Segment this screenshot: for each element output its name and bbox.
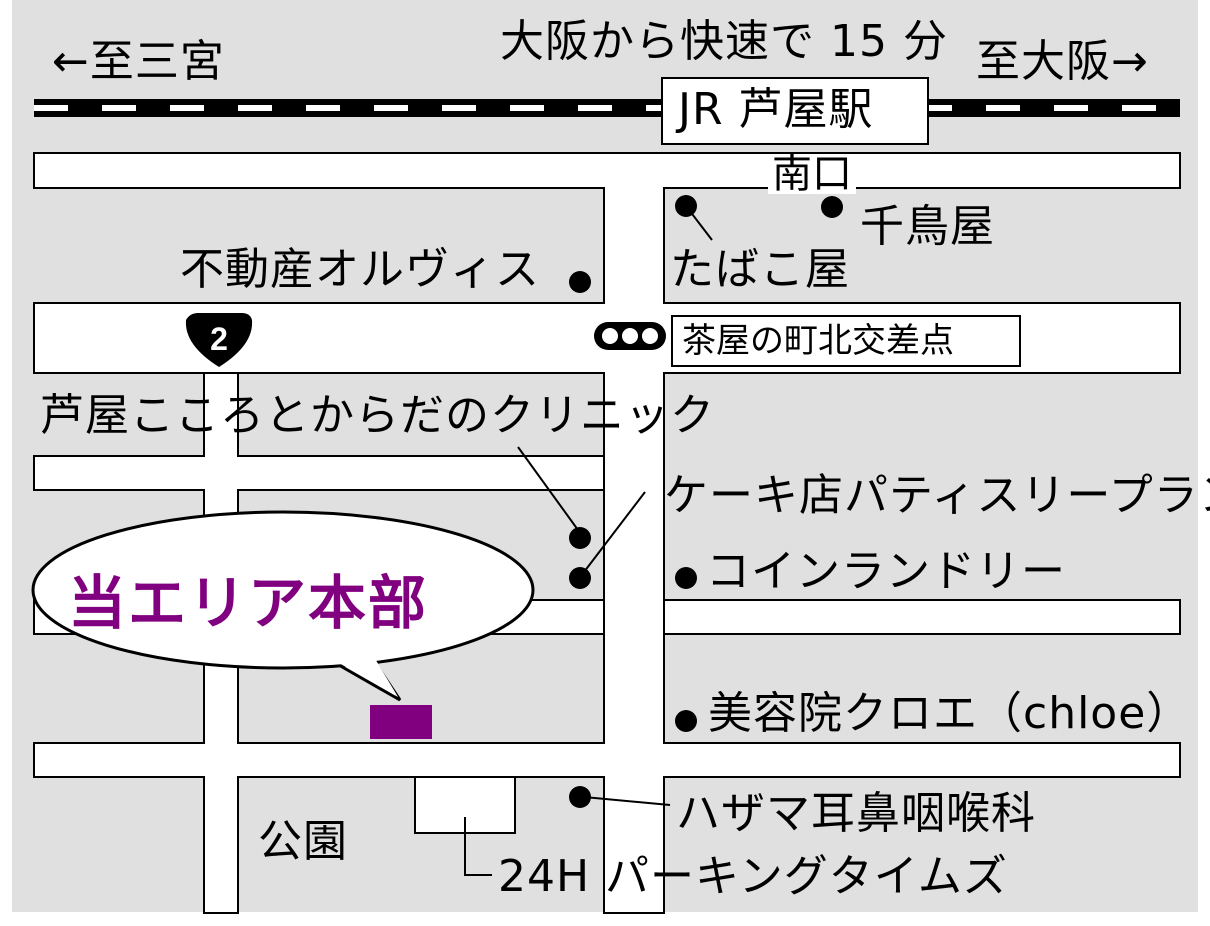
leader-lines <box>464 205 713 876</box>
dot-laundry <box>675 567 697 589</box>
dot-chidoriya <box>821 196 843 218</box>
intersection-box <box>671 315 1021 367</box>
label-park: 公園 <box>258 816 348 867</box>
callout-bubble <box>31 510 535 702</box>
dot-cake <box>569 567 591 589</box>
callout-text: 当エリア本部 <box>68 569 429 637</box>
traffic-signal-icon <box>594 322 666 350</box>
dot-ent <box>569 786 591 808</box>
label-laundry: コインランドリー <box>706 546 1066 597</box>
south-exit-label: 南口 <box>768 154 856 194</box>
label-real-estate: 不動産オルヴィス <box>180 244 540 295</box>
station-name: JR 芦屋駅 <box>678 84 874 135</box>
label-parking: 24H パーキングタイムズ <box>498 851 1008 902</box>
direction-osaka: 至大阪→ <box>976 36 1149 87</box>
label-tobacco: たばこ屋 <box>670 244 850 295</box>
dot-salon <box>675 710 697 732</box>
station-box <box>661 77 929 145</box>
label-ent-clinic: ハザマ耳鼻咽喉科 <box>676 788 1036 839</box>
intersection-label: 茶屋の町北交差点 <box>682 321 954 361</box>
poi-dots <box>569 195 843 808</box>
direction-sannomiya: ←至三宮 <box>52 36 225 87</box>
dot-real-estate <box>569 271 591 293</box>
label-clinic: 芦屋こころとからだのクリニック <box>40 390 715 441</box>
headquarters-marker <box>370 705 432 739</box>
route-2-number: 2 <box>210 321 228 357</box>
speed-note: 大阪から快速で 15 分 <box>500 16 948 67</box>
railway-line <box>34 99 1180 117</box>
label-salon: 美容院クロエ（chloe） <box>708 688 1192 739</box>
route-2-badge: 2 <box>185 313 253 367</box>
dot-tobacco <box>675 195 697 217</box>
label-cake-shop: ケーキ店パティスリープラン <box>664 470 1210 521</box>
label-chidoriya: 千鳥屋 <box>860 201 995 252</box>
dot-clinic <box>569 527 591 549</box>
